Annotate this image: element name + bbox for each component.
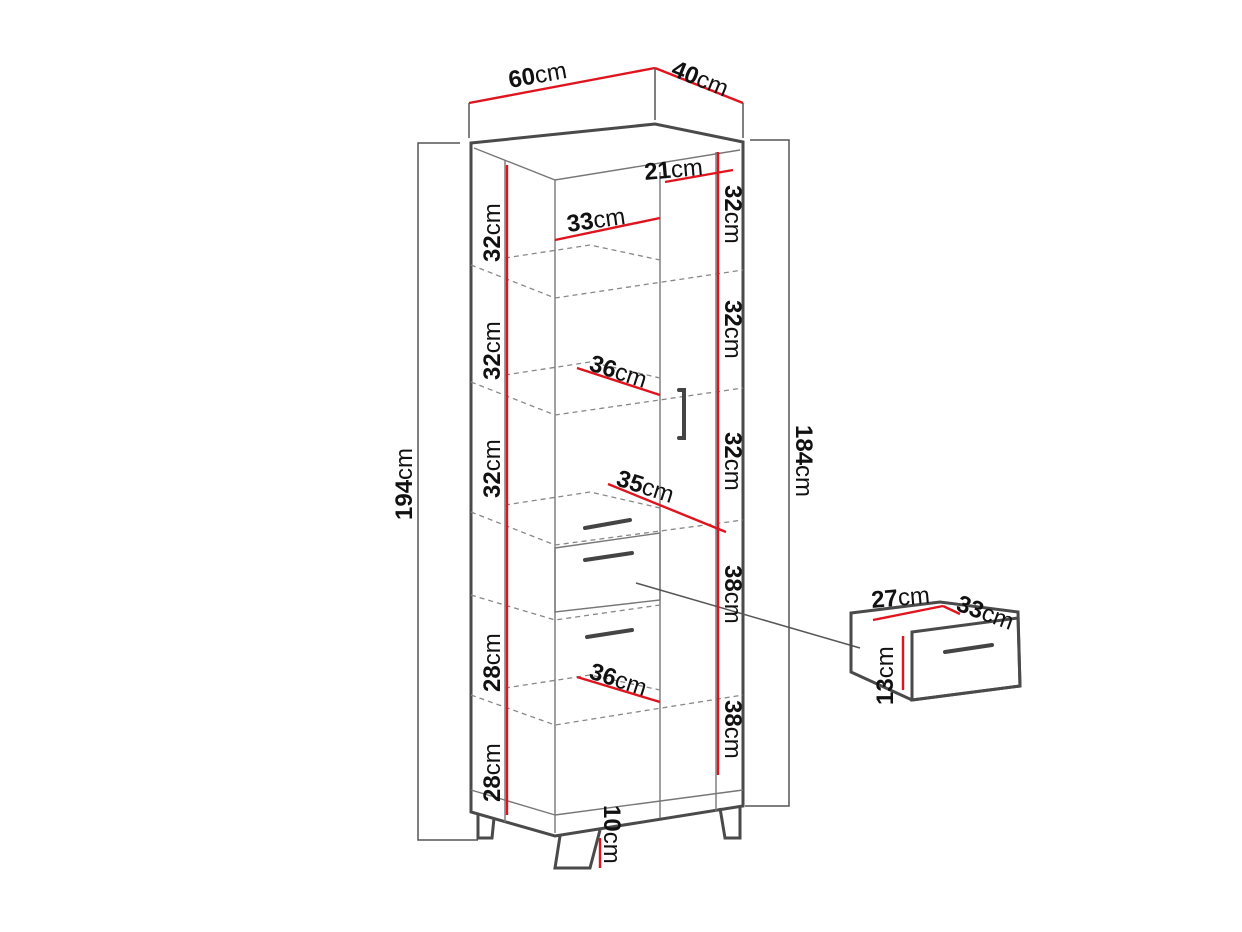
- drawer-depth-label: 33cm: [953, 590, 1017, 635]
- shelf-1-depth-label: 33cm: [565, 203, 627, 238]
- drawer-height-label: 13cm: [872, 646, 899, 705]
- right-compartment-2-label: 32cm: [719, 300, 746, 359]
- right-compartment-1-label: 32cm: [719, 185, 746, 244]
- drawer-handle: [585, 628, 634, 639]
- total-height-label: 194cm: [391, 448, 418, 520]
- door-handle: [677, 388, 686, 440]
- left-compartment-1-label: 32cm: [479, 203, 506, 262]
- left-compartment-5-label: 28cm: [479, 743, 506, 802]
- drawer-handle: [583, 518, 632, 530]
- leg-height-label: 10cm: [598, 805, 625, 864]
- left-compartment-4-label: 28cm: [479, 633, 506, 692]
- drawer-handle: [583, 551, 634, 562]
- dimension-lines: [417, 66, 790, 868]
- left-compartment-3-label: 32cm: [479, 439, 506, 498]
- drawers: [554, 388, 861, 649]
- body-height-label: 184cm: [790, 425, 817, 497]
- shelf-3-depth-label: 35cm: [613, 465, 677, 509]
- width-label: 60cm: [506, 57, 568, 94]
- right-compartment-5-label: 38cm: [719, 700, 746, 759]
- right-compartment-4-label: 38cm: [719, 565, 746, 624]
- shelf-2-depth-label: 36cm: [586, 350, 650, 394]
- legs: [476, 806, 742, 870]
- right-compartment-3-label: 32cm: [719, 432, 746, 491]
- left-compartment-2-label: 32cm: [479, 321, 506, 380]
- drawer-detail: [849, 600, 1022, 702]
- shelves: [470, 244, 744, 726]
- top-depth-label: 21cm: [643, 154, 704, 186]
- cabinet-outline: [469, 122, 745, 838]
- drawer-width-label: 27cm: [870, 582, 931, 614]
- shelf-4-depth-label: 36cm: [586, 658, 650, 702]
- depth-label: 40cm: [668, 56, 733, 103]
